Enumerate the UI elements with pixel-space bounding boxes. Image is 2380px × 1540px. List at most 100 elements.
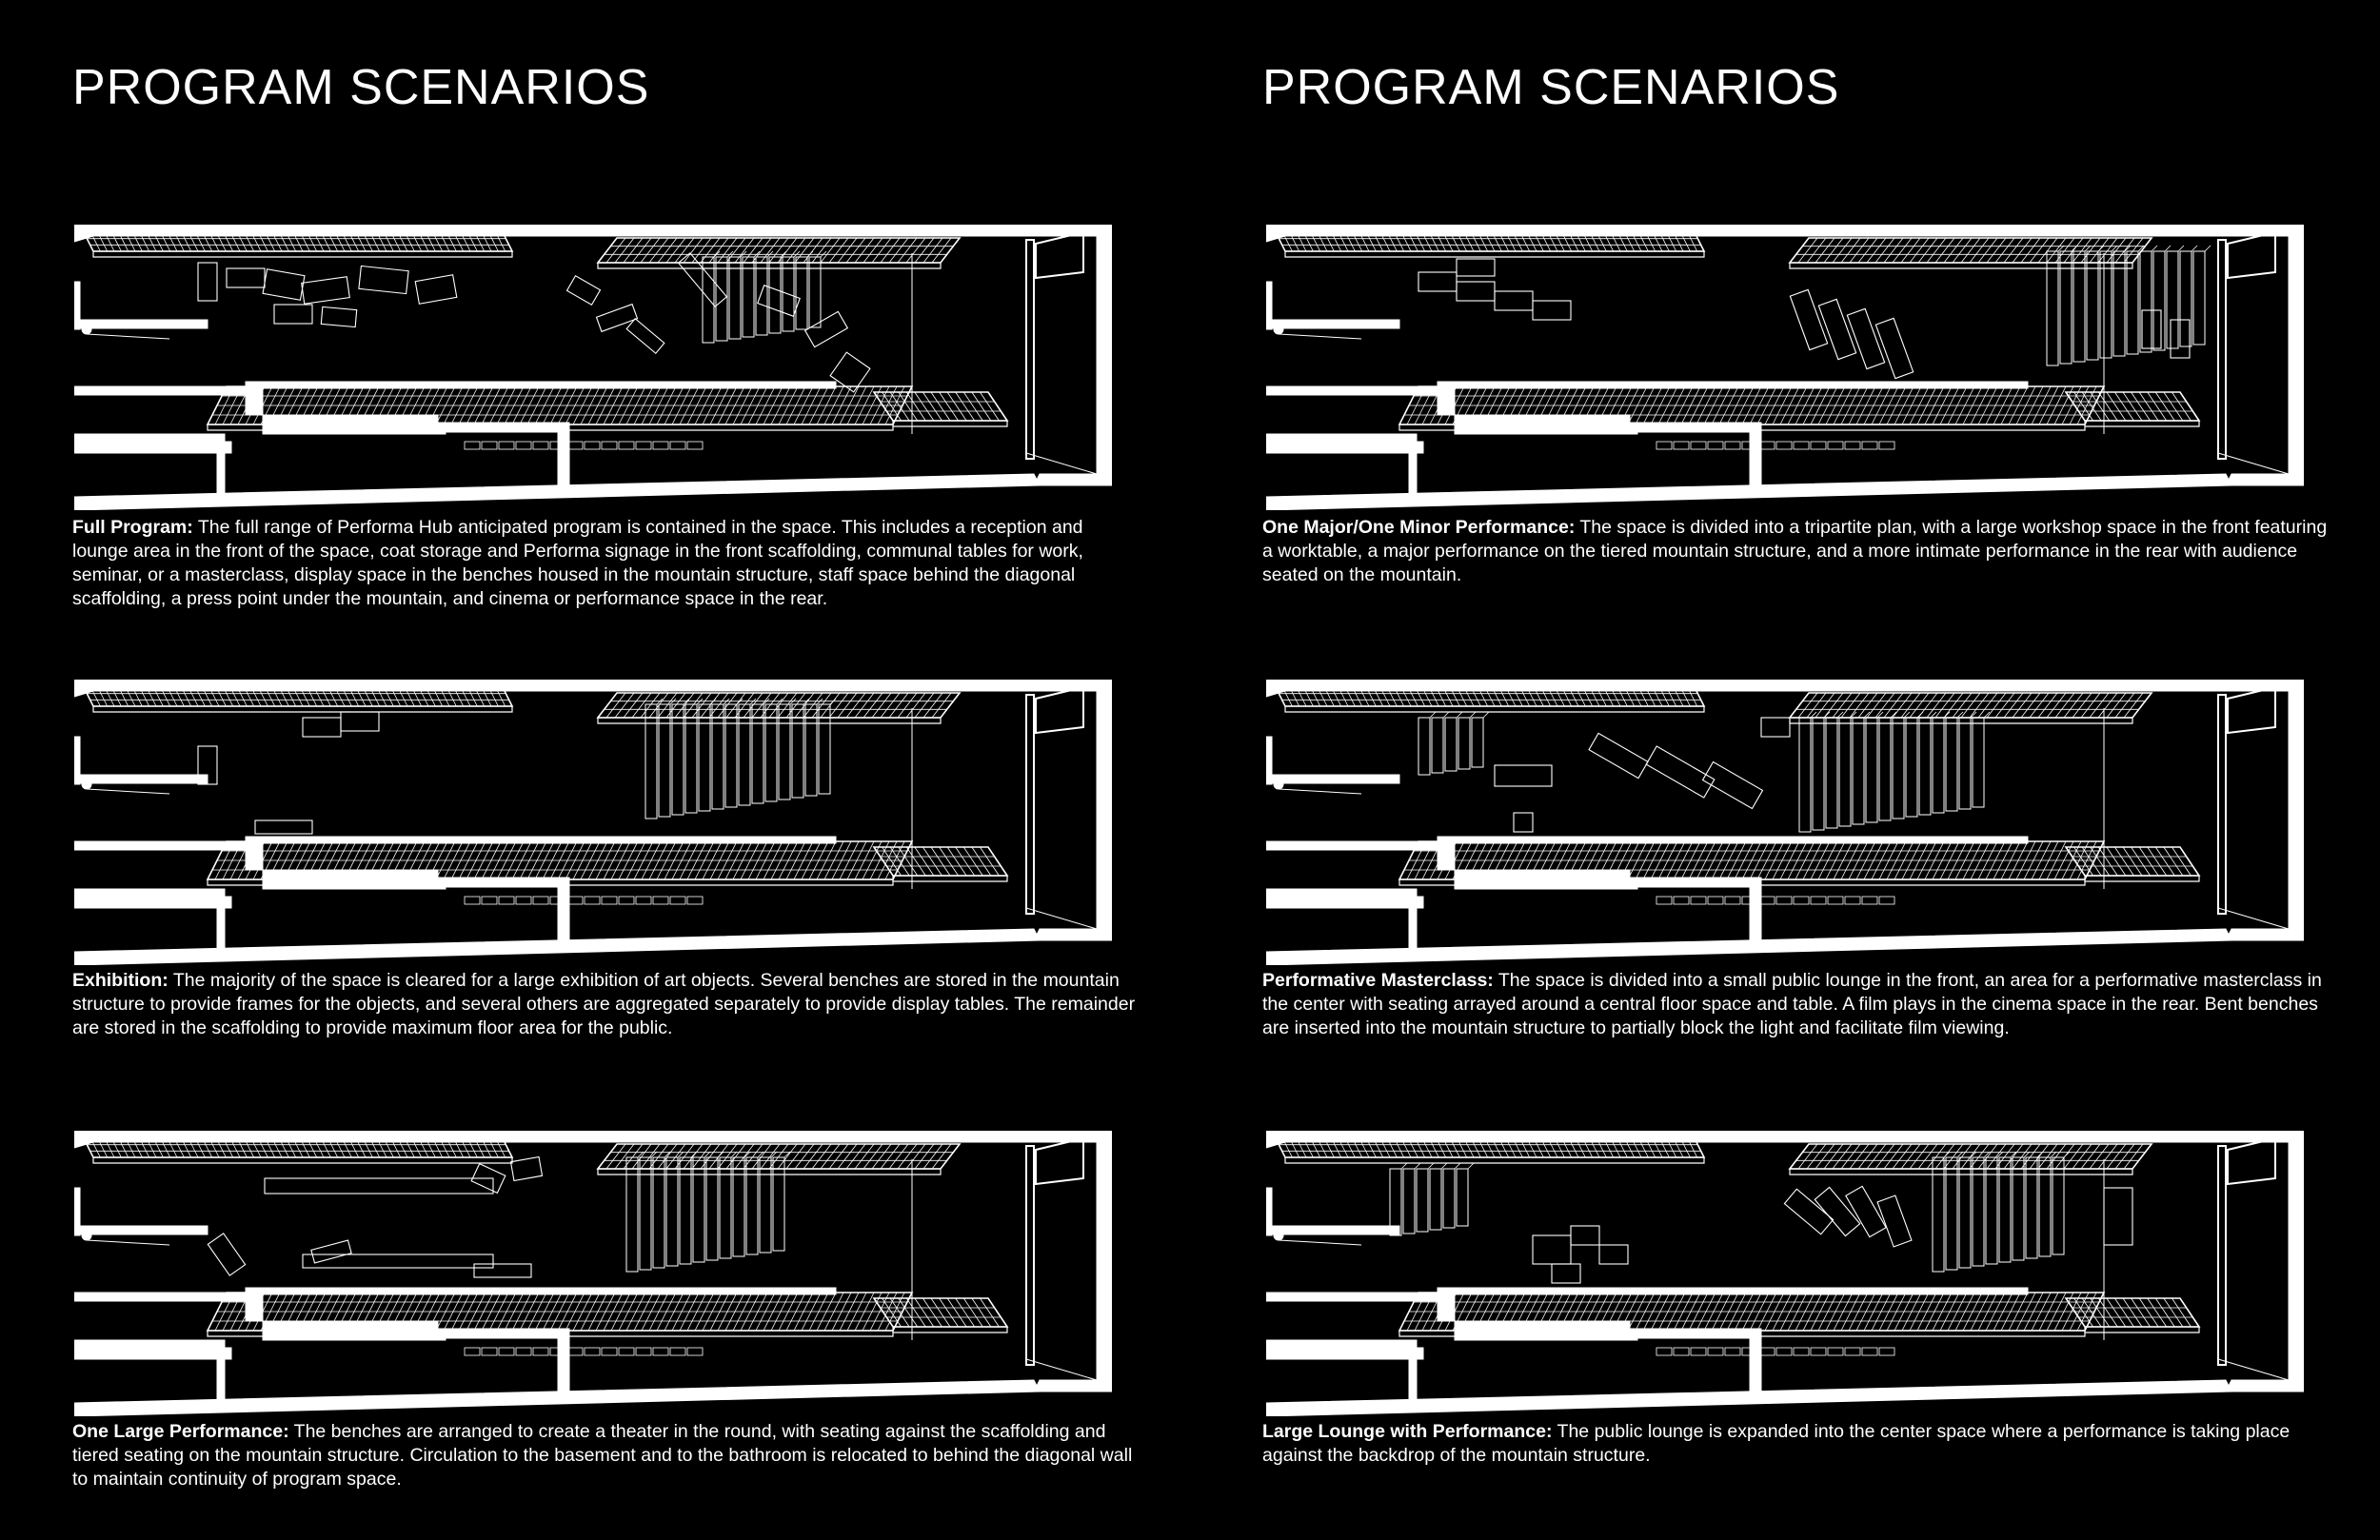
rear-door [2217, 1145, 2227, 1366]
scenario-text: The benches are arranged to create a the… [72, 1421, 1133, 1490]
scenario-description-large-lounge: Large Lounge with Performance: The publi… [1262, 1420, 2333, 1468]
diagonal-scaffolding [1788, 237, 2153, 269]
mountain-bench-row [1656, 1347, 1895, 1356]
performance-benches [1783, 1185, 2133, 1248]
mountain-bench-row [464, 1347, 704, 1356]
basement-wall [435, 1328, 570, 1398]
display-tables [254, 819, 313, 835]
rear-wall [1096, 1131, 1112, 1381]
mountain-structure [1398, 840, 2106, 886]
drawing-content [1266, 1131, 2304, 1416]
bent-bench-stack [1798, 711, 1991, 833]
rear-scaffold-platform [2064, 1297, 2201, 1333]
entrance-marker [81, 779, 92, 790]
diagonal-scaffolding [596, 1143, 962, 1175]
drawing-content [74, 680, 1112, 965]
scenario-text: The majority of the space is cleared for… [72, 970, 1136, 1038]
central-table [1513, 717, 1791, 833]
mountain-bench-row [1656, 441, 1895, 450]
front-step [74, 385, 247, 396]
scenario-title: One Large Performance: [72, 1421, 289, 1442]
right-column-title: PROGRAM SCENARIOS [1262, 60, 1840, 115]
scenario-title: Exhibition: [72, 970, 169, 991]
front-step [1266, 1292, 1438, 1302]
entrance-marker [81, 1230, 92, 1241]
ceiling-wall [1266, 1131, 2304, 1149]
scenario-title: Performative Masterclass: [1262, 970, 1494, 991]
mountain-bench-row [1656, 896, 1895, 905]
drawing-content [74, 225, 1112, 510]
tiered-bench-stack [2046, 245, 2211, 366]
mountain-bench-row [464, 896, 704, 905]
rear-wall [2288, 680, 2304, 930]
diagonal-scaffolding [596, 237, 962, 269]
basement-wall [435, 422, 570, 492]
masterclass-seating [1494, 732, 1764, 810]
ceiling-wall [74, 1131, 1112, 1149]
entrance-marker [1273, 1230, 1284, 1241]
scenario-title: Large Lounge with Performance: [1262, 1421, 1553, 1442]
diagonal-scaffolding [1788, 1143, 2153, 1175]
floor-slab [74, 928, 1041, 965]
worktable [1418, 258, 1572, 321]
rear-door [1025, 239, 1035, 460]
framed-bench-stack [645, 698, 837, 819]
front-ledge [1266, 774, 1400, 784]
diagram-one-large-performance [74, 1131, 1112, 1416]
communal-tables [197, 262, 458, 328]
floor-slab [74, 1379, 1041, 1416]
diagram-one-major-one-minor [1266, 225, 2304, 510]
tiered-seating-stack [625, 1151, 791, 1273]
scenario-description-large-performance: One Large Performance: The benches are a… [72, 1420, 1143, 1491]
ceiling-wall [1266, 225, 2304, 243]
basement-wall [1627, 877, 1762, 947]
rear-scaffold-platform [2064, 391, 2201, 427]
section-drawing [74, 680, 1112, 965]
section-drawing [1266, 680, 2304, 965]
entrance-marker [81, 324, 92, 335]
ceiling-wall [1266, 680, 2304, 698]
mountain-base [1437, 381, 2029, 389]
entrance-marker [1273, 779, 1284, 790]
scenario-description-one-major: One Major/One Minor Performance: The spa… [1262, 516, 2333, 587]
rear-scaffold-platform [872, 846, 1009, 882]
front-scaffolding [1274, 231, 1706, 258]
front-ledge [1266, 319, 1400, 329]
mountain-bench-row [464, 441, 704, 450]
mountain-base [1437, 836, 2029, 844]
scenario-text: The full range of Performa Hub anticipat… [72, 517, 1083, 609]
mountain-base [245, 1287, 837, 1295]
theater-in-round [302, 1239, 532, 1278]
front-scaffolding [82, 231, 514, 258]
front-ledge [74, 774, 208, 784]
drawing-content [1266, 225, 2304, 510]
scenario-title: Full Program: [72, 517, 193, 538]
basement-wall [435, 877, 570, 947]
rear-scaffold-platform [872, 1297, 1009, 1333]
front-step [74, 840, 247, 851]
scenario-title: One Major/One Minor Performance: [1262, 517, 1576, 538]
section-drawing [74, 225, 1112, 510]
mountain-base [245, 836, 837, 844]
floor-slab [1266, 928, 2232, 965]
drawing-content [74, 1131, 1112, 1416]
diagram-exhibition [74, 680, 1112, 965]
section-drawing [1266, 225, 2304, 510]
lounge-tables [1532, 1225, 1629, 1284]
mountain-structure [206, 385, 914, 431]
front-scaffolding [82, 686, 514, 713]
scenario-description-full-program: Full Program: The full range of Performa… [72, 516, 1143, 611]
section-drawing [74, 1131, 1112, 1416]
rear-wall [2288, 1131, 2304, 1381]
mountain-structure [206, 1292, 914, 1337]
section-drawing [1266, 1131, 2304, 1416]
front-scaffolding [1274, 1137, 1706, 1164]
rear-door [2217, 694, 2227, 915]
scaffold-seating [207, 1155, 544, 1276]
drawing-content [1266, 680, 2304, 965]
mountain-base [1437, 1287, 2029, 1295]
mountain-base [245, 381, 837, 389]
rear-scaffold-platform [2064, 846, 2201, 882]
diagram-full-program [74, 225, 1112, 510]
diagram-large-lounge [1266, 1131, 2304, 1416]
